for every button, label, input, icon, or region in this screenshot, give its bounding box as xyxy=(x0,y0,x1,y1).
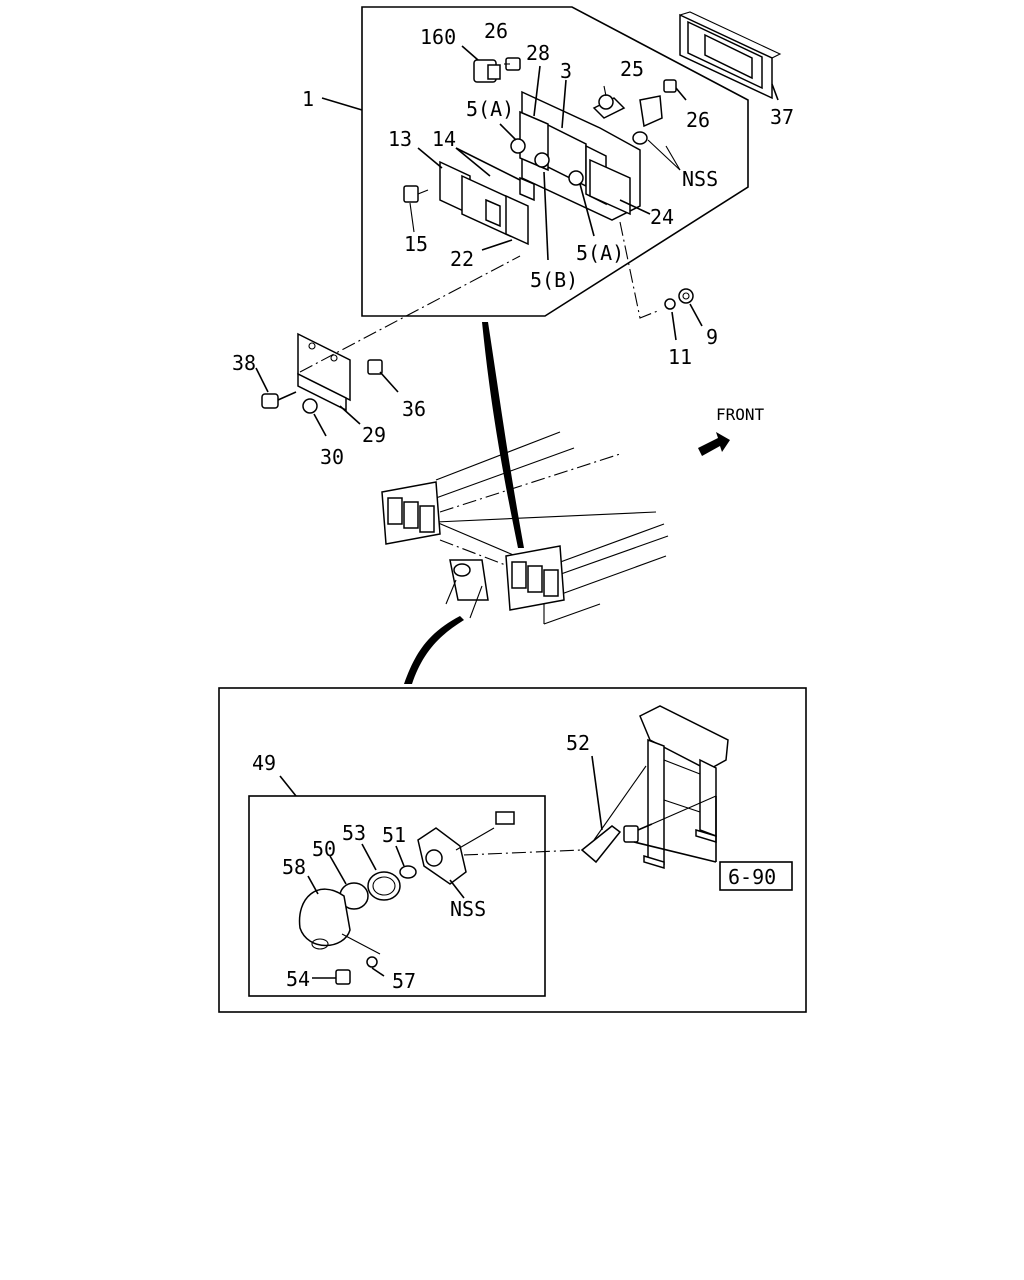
part-160-connector xyxy=(461,45,501,83)
subassembly-frame-49 xyxy=(248,795,546,997)
label-front: FRONT xyxy=(716,405,765,424)
ref-box-6-90 xyxy=(719,861,793,891)
license-lamp-mount xyxy=(445,559,489,619)
part-26-screw-right xyxy=(663,79,687,101)
part-52-grommet xyxy=(580,755,622,864)
label-part-9: 9 xyxy=(706,325,718,349)
label-part-36: 36 xyxy=(402,397,426,421)
label-part-3: 3 xyxy=(560,59,572,83)
label-part-15: 15 xyxy=(404,232,428,256)
label-part-49: 49 xyxy=(252,751,276,775)
label-part-52: 52 xyxy=(566,731,590,755)
label-part-26-right: 26 xyxy=(686,108,710,132)
label-part-28: 28 xyxy=(526,41,550,65)
part-37-lamp-hood xyxy=(679,11,782,101)
front-direction-arrow xyxy=(698,432,730,456)
label-nss-top: NSS xyxy=(682,167,718,191)
leader-arrow-top xyxy=(482,322,524,548)
part-25-bulb-socket xyxy=(592,85,626,119)
label-part-5a-top: 5(A) xyxy=(466,97,514,121)
part-54-screw xyxy=(312,969,351,985)
assembly-frame-1 xyxy=(361,6,749,317)
vehicle-rear-frame xyxy=(435,431,669,625)
part-11-washer xyxy=(664,298,677,341)
part-lamp-socket xyxy=(417,811,515,885)
label-nss-bottom: NSS xyxy=(450,897,486,921)
label-part-58: 58 xyxy=(282,855,306,879)
detail-frame-license-lamp xyxy=(218,687,807,1013)
part-36-bolt xyxy=(367,359,399,393)
label-part-51: 51 xyxy=(382,823,406,847)
part-bolt-6-90 xyxy=(623,795,717,863)
part-13-lens-plate xyxy=(417,147,535,246)
label-part-29: 29 xyxy=(362,423,386,447)
label-part-24: 24 xyxy=(650,205,674,229)
part-30-nut xyxy=(302,398,327,437)
label-part-5b: 5(B) xyxy=(530,268,578,292)
leader-arrow-bottom xyxy=(404,616,464,684)
nss-clip-pair xyxy=(632,95,681,171)
label-part-13: 13 xyxy=(388,127,412,151)
part-38-bolt xyxy=(255,367,297,409)
license-bracket xyxy=(639,705,729,870)
part-53-gasket xyxy=(361,843,401,901)
part-9-nut xyxy=(678,288,703,327)
label-part-14: 14 xyxy=(432,127,456,151)
rear-lamp-right xyxy=(505,545,565,611)
label-part-25: 25 xyxy=(620,57,644,81)
part-29-bracket xyxy=(297,332,361,425)
label-part-26-top: 26 xyxy=(484,19,508,43)
label-part-160: 160 xyxy=(420,25,456,49)
label-part-5a-bottom: 5(A) xyxy=(576,241,624,265)
part-3-lamp-housing xyxy=(510,90,641,221)
part-58-lamp-cover xyxy=(298,875,351,950)
label-part-38: 38 xyxy=(232,351,256,375)
label-part-11: 11 xyxy=(668,345,692,369)
part-51-bulb xyxy=(395,845,417,879)
label-part-1: 1 xyxy=(302,87,314,111)
part-26-screw-top xyxy=(504,57,521,71)
label-part-50: 50 xyxy=(312,837,336,861)
part-57-washer xyxy=(366,956,385,977)
label-ref-6-90: 6-90 xyxy=(728,865,776,889)
label-part-22: 22 xyxy=(450,247,474,271)
label-part-54: 54 xyxy=(286,967,310,991)
label-part-57: 57 xyxy=(392,969,416,993)
label-part-30: 30 xyxy=(320,445,344,469)
rear-lamp-left xyxy=(381,481,441,545)
label-part-53: 53 xyxy=(342,821,366,845)
part-15-screw xyxy=(403,185,429,233)
label-part-37: 37 xyxy=(770,105,794,129)
